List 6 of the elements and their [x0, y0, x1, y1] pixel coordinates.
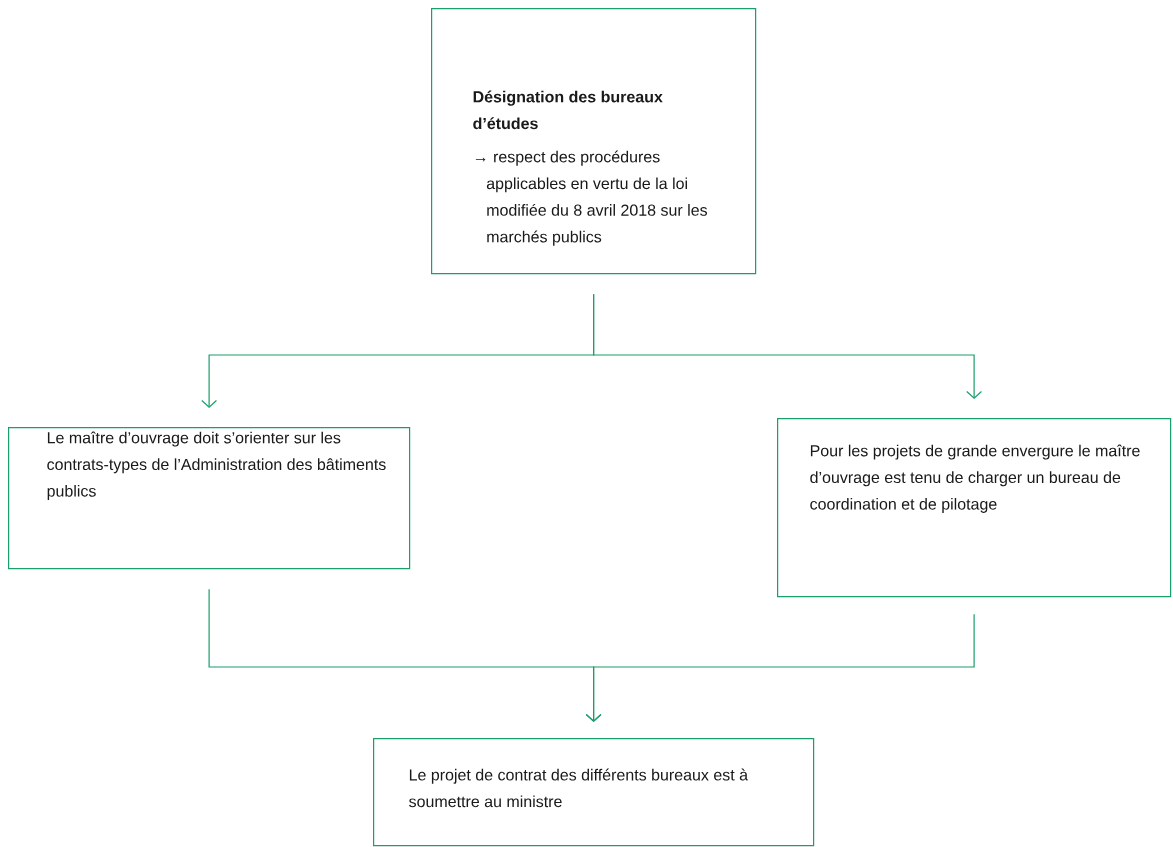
process-box: Le projet de contrat des différents bureaux est à soumettre au ministre [373, 738, 815, 847]
process-box: Pour les projets de grande envergure le maître d’ouvrage est tenu de charger un bureau de coordination et de pilotage [777, 418, 1172, 598]
arrow [593, 293, 983, 399]
process-box: Le maître d’ouvrage doit s’orienter sur les contrats-types de l’Administration des bâtiments publics [8, 427, 411, 570]
process-box: Désignation des bureaux d’études → respect des procédures applicables en vertu de la loi modifiée du 8 avril 2018 sur les marchés publics [431, 8, 757, 275]
arrow [585, 613, 975, 722]
